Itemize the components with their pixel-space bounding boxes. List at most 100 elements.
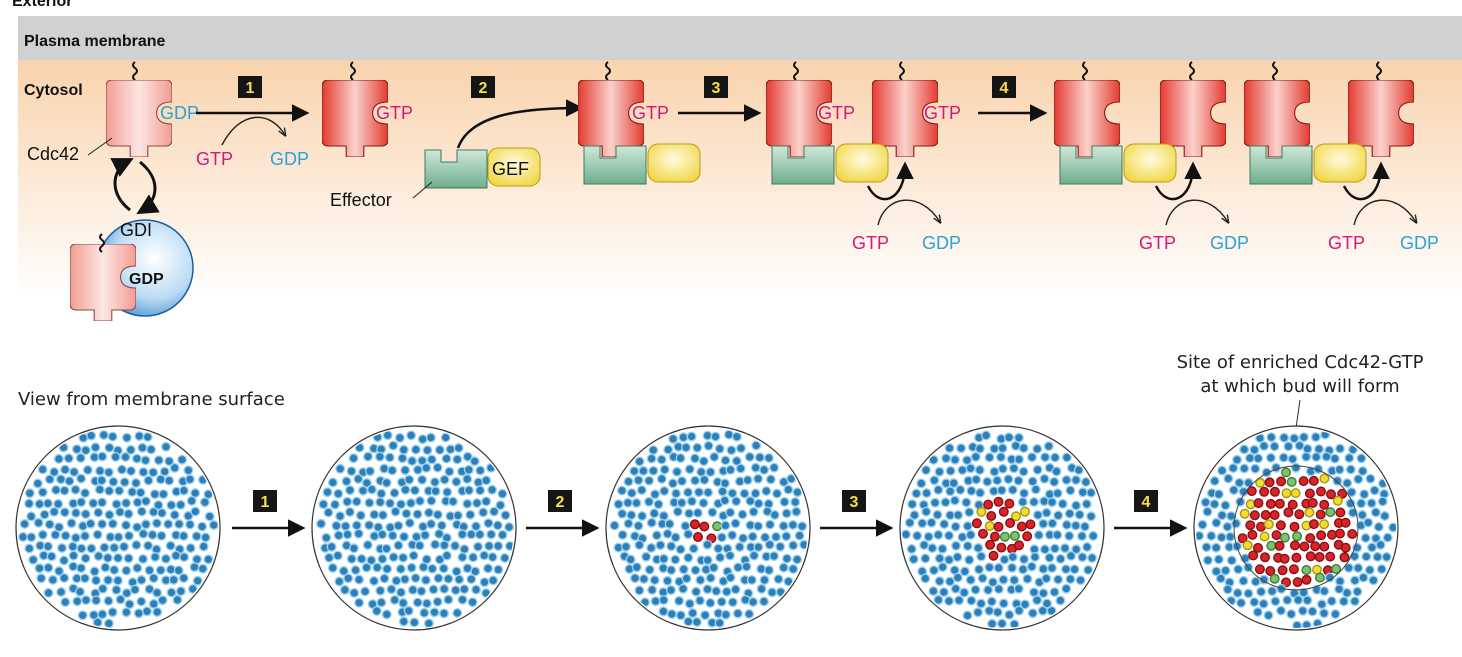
membrane-protein-dot — [1315, 509, 1326, 520]
membrane-protein-dot — [1340, 542, 1351, 553]
membrane-protein-dot — [695, 595, 706, 606]
membrane-protein-dot — [1086, 487, 1097, 498]
membrane-protein-dot — [631, 562, 642, 573]
membrane-protein-dot — [928, 586, 939, 597]
membrane-protein-dot — [451, 566, 462, 577]
membrane-protein-dot — [1242, 540, 1253, 551]
membrane-protein-dot — [417, 455, 428, 466]
membrane-protein-dot — [473, 541, 484, 552]
site-label-line2: at which bud will form — [1200, 376, 1399, 397]
membrane-protein-dot — [732, 608, 743, 619]
membrane-protein-dot — [208, 520, 218, 531]
membrane-protein-dot — [929, 475, 940, 486]
membrane-protein-dot — [746, 575, 757, 586]
membrane-protein-dot — [375, 497, 386, 508]
membrane-protein-dot — [1061, 519, 1072, 530]
membrane-protein-dot — [921, 465, 932, 476]
membrane-protein-dot — [719, 495, 730, 506]
membrane-protein-dot — [702, 555, 713, 566]
membrane-protein-dot — [114, 507, 125, 518]
membrane-protein-dot — [140, 455, 151, 466]
membrane-protein-dot — [1256, 586, 1267, 597]
membrane-protein-dot — [666, 609, 677, 620]
membrane-protein-dot — [426, 519, 437, 530]
membrane-protein-dot — [33, 517, 44, 528]
membrane-protein-dot — [1368, 575, 1379, 586]
membrane-protein-dot — [630, 573, 641, 584]
membrane-protein-dot — [137, 554, 148, 565]
membrane-protein-dot — [159, 466, 170, 477]
membrane-protein-dot — [1049, 476, 1060, 487]
membrane-protein-dot — [391, 575, 402, 586]
membrane-protein-dot — [658, 553, 669, 564]
membrane-protein-dot — [116, 464, 127, 475]
membrane-protein-dot — [653, 499, 664, 510]
membrane-protein-dot — [1280, 467, 1291, 478]
membrane-protein-dot — [407, 456, 418, 467]
membrane-protein-dot — [680, 521, 691, 532]
membrane-protein-dot — [1305, 533, 1316, 544]
membrane-protein-dot — [1314, 552, 1325, 563]
membrane-protein-dot — [622, 497, 633, 508]
membrane-protein-dot — [179, 552, 190, 563]
membrane-protein-dot — [745, 496, 756, 507]
membrane-protein-dot — [67, 541, 78, 552]
membrane-protein-dot — [1206, 530, 1217, 541]
membrane-protein-dot — [190, 506, 201, 517]
membrane-protein-dot — [787, 520, 798, 531]
membrane-protein-dot — [468, 552, 479, 563]
membrane-protein-dot — [1258, 574, 1269, 585]
membrane-protein-dot — [710, 431, 721, 442]
membrane-protein-dot — [398, 616, 409, 627]
membrane-protein-dot — [354, 597, 365, 608]
membrane-protein-dot — [327, 477, 338, 488]
membrane-protein-dot — [981, 430, 992, 441]
membrane-protein-dot — [1041, 507, 1052, 518]
membrane-protein-dot — [134, 431, 145, 442]
membrane-protein-dot — [753, 498, 764, 509]
membrane-protein-dot — [1290, 488, 1301, 499]
membrane-protein-dot — [648, 445, 659, 456]
membrane-protein-dot — [730, 584, 741, 595]
membrane-protein-dot — [439, 540, 450, 551]
membrane-protein-dot — [731, 496, 742, 507]
membrane-protein-dot — [1201, 542, 1212, 553]
exchange-arrow — [1353, 199, 1416, 226]
membrane-protein-dot — [1326, 529, 1337, 540]
membrane-protein-dot — [175, 586, 186, 597]
membrane-protein-dot — [973, 607, 984, 618]
membrane-protein-dot — [1020, 599, 1031, 610]
membrane-protein-dot — [1337, 488, 1348, 499]
membrane-protein-dot — [1361, 551, 1372, 562]
membrane-protein-dot — [417, 474, 428, 485]
membrane-protein-dot — [51, 485, 62, 496]
membrane-protein-dot — [688, 543, 699, 554]
membrane-protein-dot — [1357, 466, 1368, 477]
membrane-protein-dot — [638, 574, 649, 585]
membrane-protein-dot — [481, 475, 492, 486]
membrane-protein-dot — [369, 509, 380, 520]
membrane-protein-dot — [353, 528, 364, 539]
membrane-protein-dot — [387, 465, 398, 476]
membrane-protein-dot — [767, 587, 778, 598]
membrane-protein-dot — [748, 597, 759, 608]
membrane-protein-dot — [418, 521, 429, 532]
membrane-protein-dot — [1027, 476, 1038, 487]
membrane-protein-dot — [771, 531, 782, 542]
membrane-protein-dot — [764, 539, 775, 550]
gdi-extract-arrow — [136, 160, 160, 215]
membrane-protein-dot — [974, 564, 985, 575]
membrane-protein-dot — [318, 499, 329, 510]
membrane-protein-dot — [381, 543, 392, 554]
membrane-protein-dot — [720, 609, 731, 620]
gef-protein — [487, 147, 541, 187]
membrane-protein-dot — [54, 566, 65, 577]
membrane-protein-dot — [739, 488, 750, 499]
membrane-protein-dot — [339, 584, 350, 595]
membrane-protein-dot — [656, 473, 667, 484]
membrane-protein-dot — [1301, 574, 1312, 585]
membrane-protein-dot — [613, 499, 624, 510]
membrane-protein-dot — [656, 454, 667, 465]
membrane-protein-dot — [1325, 507, 1336, 518]
membrane-protein-dot — [429, 607, 440, 618]
